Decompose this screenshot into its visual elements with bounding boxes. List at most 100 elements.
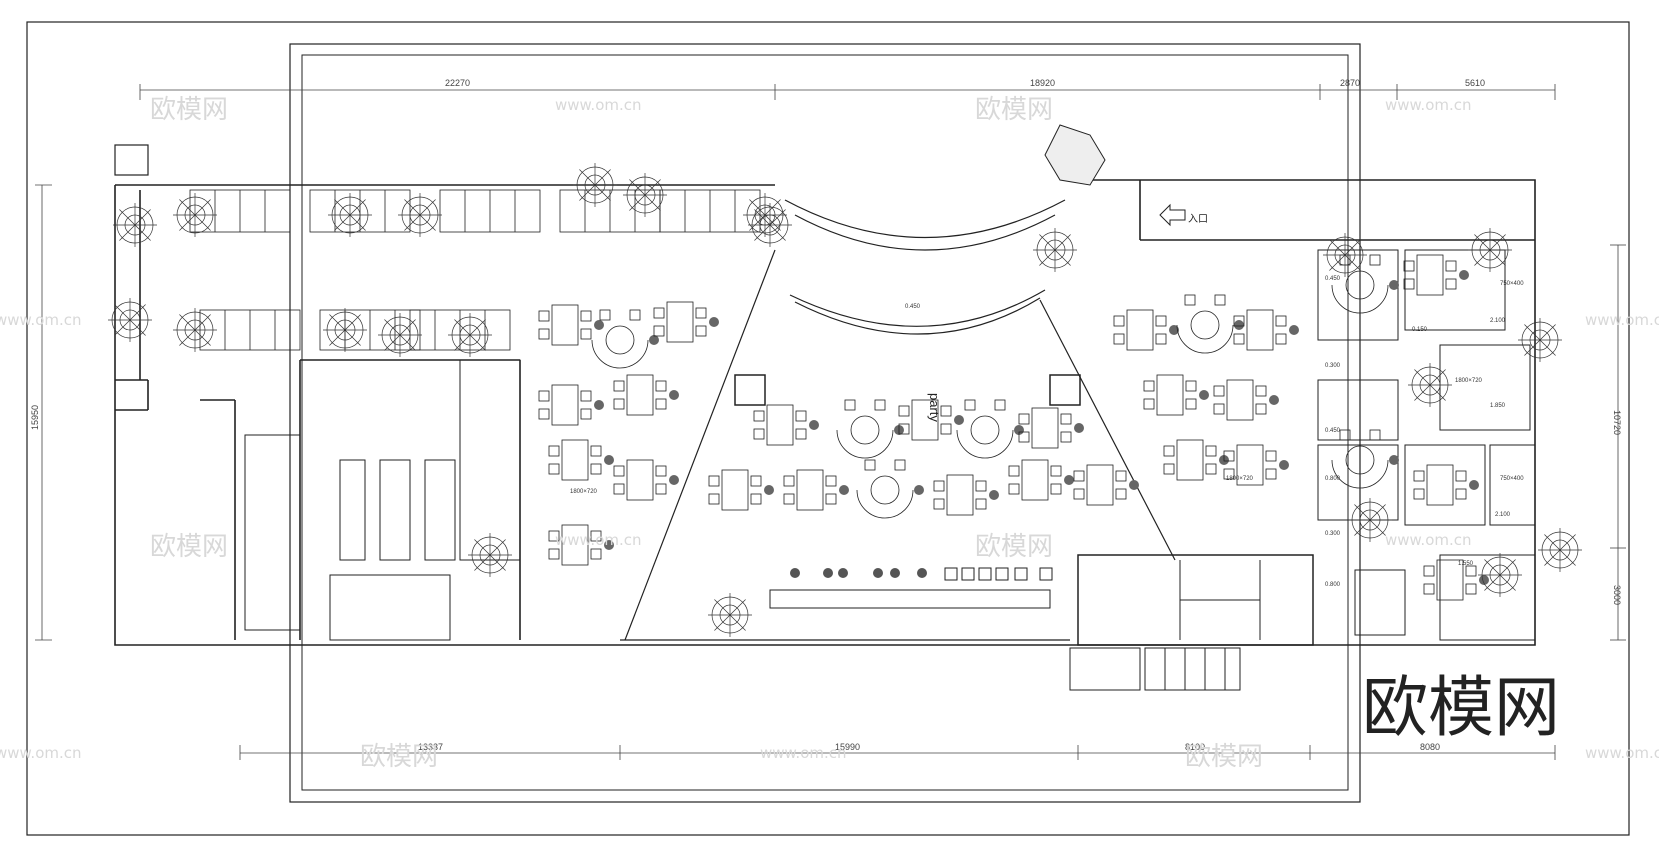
column-left <box>734 374 766 406</box>
dining-table <box>1176 294 1244 354</box>
dining-table <box>1331 254 1399 314</box>
dining-table <box>538 304 604 346</box>
brand-watermark-logo: 欧模网 <box>1362 669 1560 746</box>
sheet-frame-inner <box>301 54 1349 791</box>
tree-icon <box>448 313 492 357</box>
dining-table <box>1143 374 1209 416</box>
table-label-5: 750×400 <box>1500 476 1524 482</box>
level-mark-7: 0.800 <box>1325 582 1341 588</box>
tree-icon <box>623 173 667 217</box>
dining-table <box>548 524 614 566</box>
watermark-url-8: www.om.cn <box>1585 311 1659 329</box>
dim-top-4: 5610 <box>1465 78 1485 88</box>
level-mark-11: 1.550 <box>1458 561 1474 567</box>
dining-table <box>856 459 924 519</box>
tree-icon <box>398 193 442 237</box>
dim-right-1: 10720 <box>1612 410 1622 435</box>
level-mark-8: 1.850 <box>1490 403 1506 409</box>
dining-table <box>653 301 719 343</box>
watermark-logo-3: 欧模网 <box>150 532 228 562</box>
dim-top-2: 18920 <box>1030 78 1055 88</box>
tree-icon <box>323 308 367 352</box>
sheet-frame-outer <box>289 43 1361 803</box>
dining-tables <box>538 254 1489 601</box>
dining-table <box>933 474 999 516</box>
brand-label: party <box>927 393 942 422</box>
dining-table <box>1423 559 1489 601</box>
dining-table <box>1223 444 1289 486</box>
table-label-2: 1800×720 <box>570 489 598 495</box>
watermark-url-2: www.om.cn <box>1385 96 1472 114</box>
dining-table <box>1113 309 1179 351</box>
watermark-logo-4: 欧模网 <box>975 532 1053 562</box>
dim-bottom-3: 8100 <box>1185 742 1205 752</box>
column-nw <box>114 144 149 176</box>
level-mark-12: 0.150 <box>1412 327 1428 333</box>
kitchen-block <box>244 359 521 641</box>
tree-icon <box>108 298 152 342</box>
bar-counter <box>769 567 1053 609</box>
entrance-label: 入口 <box>1188 214 1208 225</box>
dining-table <box>1008 459 1074 501</box>
watermark-logo-6: 欧模网 <box>1185 742 1263 772</box>
dining-table <box>1073 464 1139 506</box>
tree-icon <box>1468 228 1512 272</box>
tree-icon <box>1478 553 1522 597</box>
tree-icon <box>378 313 422 357</box>
dining-table <box>1403 254 1469 296</box>
level-mark-1: 0.450 <box>905 304 921 310</box>
stair-core <box>1069 554 1314 691</box>
watermark-logo-1: 欧模网 <box>150 95 228 125</box>
dining-table <box>548 439 614 481</box>
booth <box>189 189 291 233</box>
dining-table <box>783 469 849 511</box>
table-label-3: 1800×720 <box>1455 378 1483 384</box>
stage-curves <box>620 199 1176 641</box>
table-label-4: 750×400 <box>1500 281 1524 287</box>
dining-table <box>708 469 774 511</box>
watermark-logo-5: 欧模网 <box>360 742 438 772</box>
tree-icon <box>1538 528 1582 572</box>
dining-table <box>591 309 659 369</box>
dining-table <box>753 404 819 446</box>
level-mark-9: 2.100 <box>1490 318 1506 324</box>
dining-table <box>1233 309 1299 351</box>
level-mark-3: 0.300 <box>1325 363 1341 369</box>
watermark-url-5: www.om.cn <box>760 744 847 762</box>
entrance-arrow-icon <box>1159 203 1186 227</box>
dim-left-1: 15950 <box>30 405 40 430</box>
level-mark-2: 0.450 <box>1325 276 1341 282</box>
watermark-url-3: www.om.cn <box>555 531 642 549</box>
top-booth-row <box>189 189 761 233</box>
dining-table <box>613 374 679 416</box>
level-mark-5: 0.800 <box>1325 476 1341 482</box>
tree-icon <box>1408 363 1452 407</box>
tree-icon <box>173 193 217 237</box>
tree-icon <box>113 203 157 247</box>
tree-icon <box>173 308 217 352</box>
right-dimension-line <box>1610 244 1626 641</box>
tree-icon <box>1323 233 1367 277</box>
dim-bottom-2: 15990 <box>835 742 860 752</box>
booth <box>439 189 541 233</box>
dining-table <box>538 384 604 426</box>
left-dimension-line <box>35 184 52 641</box>
dining-table <box>898 399 964 441</box>
table-label-1: 1800×720 <box>1226 476 1254 482</box>
entrance-feature <box>1044 124 1106 186</box>
booth <box>309 189 411 233</box>
dining-table <box>1163 439 1229 481</box>
dim-bottom-4: 8080 <box>1420 742 1440 752</box>
dim-top-1: 22270 <box>445 78 470 88</box>
tree-icon <box>573 163 617 207</box>
tree-icon <box>1033 228 1077 272</box>
tree-icon <box>468 533 512 577</box>
watermark-logo-2: 欧模网 <box>975 95 1053 125</box>
dim-right-2: 3000 <box>1612 585 1622 605</box>
level-mark-10: 2.100 <box>1495 512 1511 518</box>
dining-table <box>1213 379 1279 421</box>
watermark-url-4: www.om.cn <box>1385 531 1472 549</box>
tree-icon <box>1518 318 1562 362</box>
